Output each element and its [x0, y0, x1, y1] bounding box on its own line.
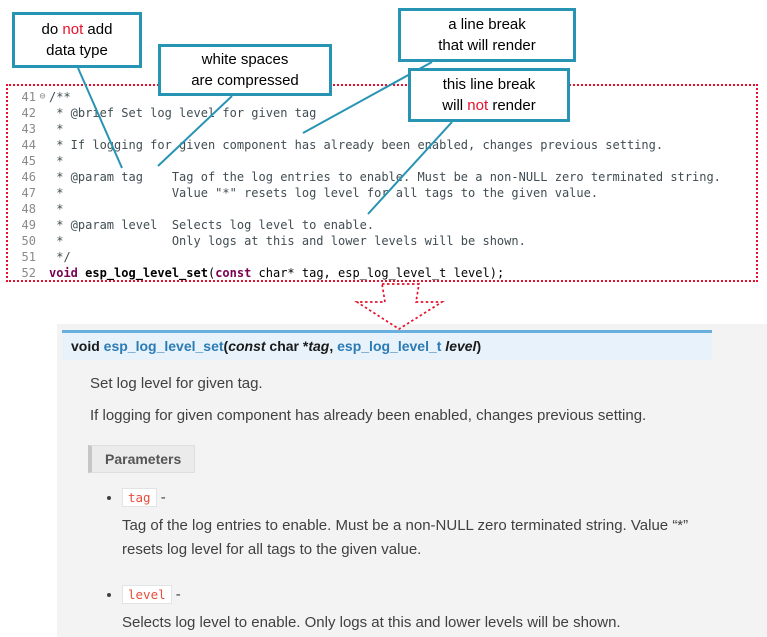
line-number: 48	[21, 202, 36, 216]
callout-line: data type	[46, 42, 108, 59]
callout-line: this line break	[442, 76, 536, 93]
punctuation: (	[207, 266, 216, 280]
code-text: void esp_log_level_set(const char* tag, …	[49, 265, 504, 281]
callout-not-emphasis: not	[62, 21, 84, 38]
code-line: 43 *	[12, 121, 756, 137]
sig-param-level: level	[441, 338, 477, 354]
fold-gutter	[36, 121, 49, 137]
sig-const-keyword: const	[228, 338, 266, 354]
sig-param-tag: tag	[308, 338, 330, 354]
sig-char-type: char *	[265, 338, 309, 354]
fold-gutter	[36, 249, 49, 265]
callout-line: will not render	[442, 95, 535, 116]
callout-line: a line break	[448, 16, 526, 33]
fold-gutter	[36, 105, 49, 121]
param-description: Tag of the log entries to enable. Must b…	[122, 517, 689, 558]
sig-punctuation: ,	[329, 338, 338, 354]
fold-gutter	[36, 169, 49, 185]
sig-function-name[interactable]: esp_log_level_set	[103, 338, 224, 354]
list-item-param-level: level - Selects log level to enable. Onl…	[122, 585, 767, 635]
parameter-list: tag - Tag of the log entries to enable. …	[102, 488, 767, 635]
callout-not-emphasis: not	[467, 97, 489, 114]
code-text: *	[49, 202, 64, 216]
code-text: */	[49, 250, 71, 264]
fold-gutter	[36, 233, 49, 249]
code-text: * Value "*" resets log level for all tag…	[49, 186, 599, 200]
line-number: 50	[21, 234, 36, 248]
code-line: 41⊖/**	[12, 89, 756, 105]
sig-type-link[interactable]: esp_log_level_t	[337, 338, 442, 354]
line-number: 42	[21, 106, 36, 120]
code-line: 49 * @param level Selects log level to e…	[12, 217, 756, 233]
fold-gutter	[36, 217, 49, 233]
code-text: * If logging for given component has alr…	[49, 138, 664, 152]
parameter-list-text: char* tag, esp_log_level_t level);	[251, 266, 505, 280]
callout-line: that will render	[438, 37, 536, 54]
keyword-const: const	[215, 266, 252, 280]
callout-whitespace-compressed: white spaces are compressed	[158, 44, 332, 96]
fold-gutter	[36, 137, 49, 153]
line-number: 49	[21, 218, 36, 232]
list-item-param-tag: tag - Tag of the log entries to enable. …	[122, 488, 767, 562]
line-number: 43	[21, 122, 36, 136]
callout-linebreak-not-render: this line break will not render	[408, 68, 570, 122]
code-line: 44 * If logging for given component has …	[12, 137, 756, 153]
callout-text: add	[83, 21, 113, 38]
code-line: 47 * Value "*" resets log level for all …	[12, 185, 756, 201]
code-text: /**	[49, 90, 71, 104]
fold-gutter	[36, 185, 49, 201]
fold-gutter	[36, 265, 49, 281]
code-text: * Only logs at this and lower levels wil…	[49, 234, 526, 248]
param-name-chip: level	[122, 585, 172, 604]
param-name-chip: tag	[122, 488, 157, 507]
fold-gutter	[36, 201, 49, 217]
rendered-docs-panel: void esp_log_level_set(const char *tag, …	[57, 324, 767, 637]
down-arrow-code-to-docs	[354, 283, 445, 331]
callout-line: white spaces	[201, 51, 289, 68]
sig-punctuation: (	[223, 338, 229, 354]
code-line: 51 */	[12, 249, 756, 265]
callout-text: do	[41, 21, 63, 38]
line-number: 47	[21, 186, 36, 200]
line-number: 46	[21, 170, 36, 184]
line-number: 45	[21, 154, 36, 168]
code-line: 48 *	[12, 201, 756, 217]
param-name-line: tag -	[122, 488, 767, 507]
line-number: 51	[21, 250, 36, 264]
code-line: 46 * @param tag Tag of the log entries t…	[12, 169, 756, 185]
code-line-function-declaration: 52 void esp_log_level_set(const char* tag…	[12, 265, 756, 281]
callout-text: render	[488, 97, 536, 114]
code-text: *	[49, 154, 64, 168]
line-number: 44	[21, 138, 36, 152]
fold-collapse-icon[interactable]: ⊖	[39, 91, 46, 102]
callout-line: are compressed	[191, 72, 299, 89]
code-text: * @brief Set log level for given tag	[49, 106, 317, 120]
param-name-line: level -	[122, 585, 767, 604]
code-line: 45 *	[12, 153, 756, 169]
callout-text: will	[442, 97, 468, 114]
code-line: 42 * @brief Set log level for given tag	[12, 105, 756, 121]
callout-line: do not add	[42, 19, 113, 40]
parameters-heading: Parameters	[88, 445, 196, 473]
sig-return-type: void	[71, 338, 104, 354]
code-text: *	[49, 122, 64, 136]
param-description: Selects log level to enable. Only logs a…	[122, 614, 621, 631]
code-editor: 41⊖/** 42 * @brief Set log level for giv…	[6, 84, 758, 282]
detailed-description: If logging for given component has alrea…	[90, 407, 647, 424]
param-separator: -	[156, 489, 166, 506]
param-separator: -	[171, 586, 181, 603]
function-name: esp_log_level_set	[85, 266, 208, 280]
code-line: 50 * Only logs at this and lower levels …	[12, 233, 756, 249]
line-number: 52	[21, 266, 36, 280]
sig-punctuation: )	[476, 338, 482, 354]
keyword-void: void	[49, 266, 86, 280]
brief-description: Set log level for given tag.	[90, 375, 263, 392]
callout-no-datatype: do not add data type	[12, 12, 142, 68]
callout-linebreak-renders: a line break that will render	[398, 8, 576, 62]
line-number: 41	[21, 90, 36, 104]
function-signature: void esp_log_level_set(const char *tag, …	[62, 330, 712, 360]
code-text: * @param level Selects log level to enab…	[49, 218, 375, 232]
code-text: * @param tag Tag of the log entries to e…	[49, 170, 721, 184]
fold-gutter	[36, 153, 49, 169]
